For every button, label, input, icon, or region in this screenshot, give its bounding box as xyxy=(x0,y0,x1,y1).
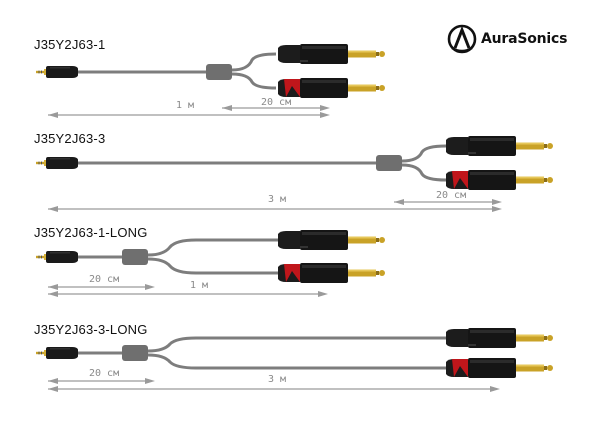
cable-title-3: J35Y2J63-1-LONG xyxy=(34,225,148,240)
cable-2-split-length: 20 см xyxy=(436,190,467,201)
aura-logo-icon xyxy=(447,24,477,54)
brand-name: AuraSonics xyxy=(481,31,568,47)
cable-title-1: J35Y2J63-1 xyxy=(34,37,106,52)
cable-2 xyxy=(36,136,553,212)
cable-1 xyxy=(36,44,385,118)
cable-2-total-length: 3 м xyxy=(268,194,287,205)
cable-1-split-length: 20 см xyxy=(261,97,292,108)
cable-title-2: J35Y2J63-3 xyxy=(34,131,106,146)
cable-1-total-length: 1 м xyxy=(176,100,195,111)
cable-3 xyxy=(36,230,385,297)
brand-logo: AuraSonics xyxy=(447,24,567,54)
cable-3-split-length: 20 см xyxy=(89,274,120,285)
cable-title-4: J35Y2J63-3-LONG xyxy=(34,322,148,337)
cable-4-split-length: 20 см xyxy=(89,368,120,379)
cable-4 xyxy=(36,328,553,392)
cable-3-total-length: 1 м xyxy=(190,280,209,291)
cable-4-total-length: 3 м xyxy=(268,374,287,385)
